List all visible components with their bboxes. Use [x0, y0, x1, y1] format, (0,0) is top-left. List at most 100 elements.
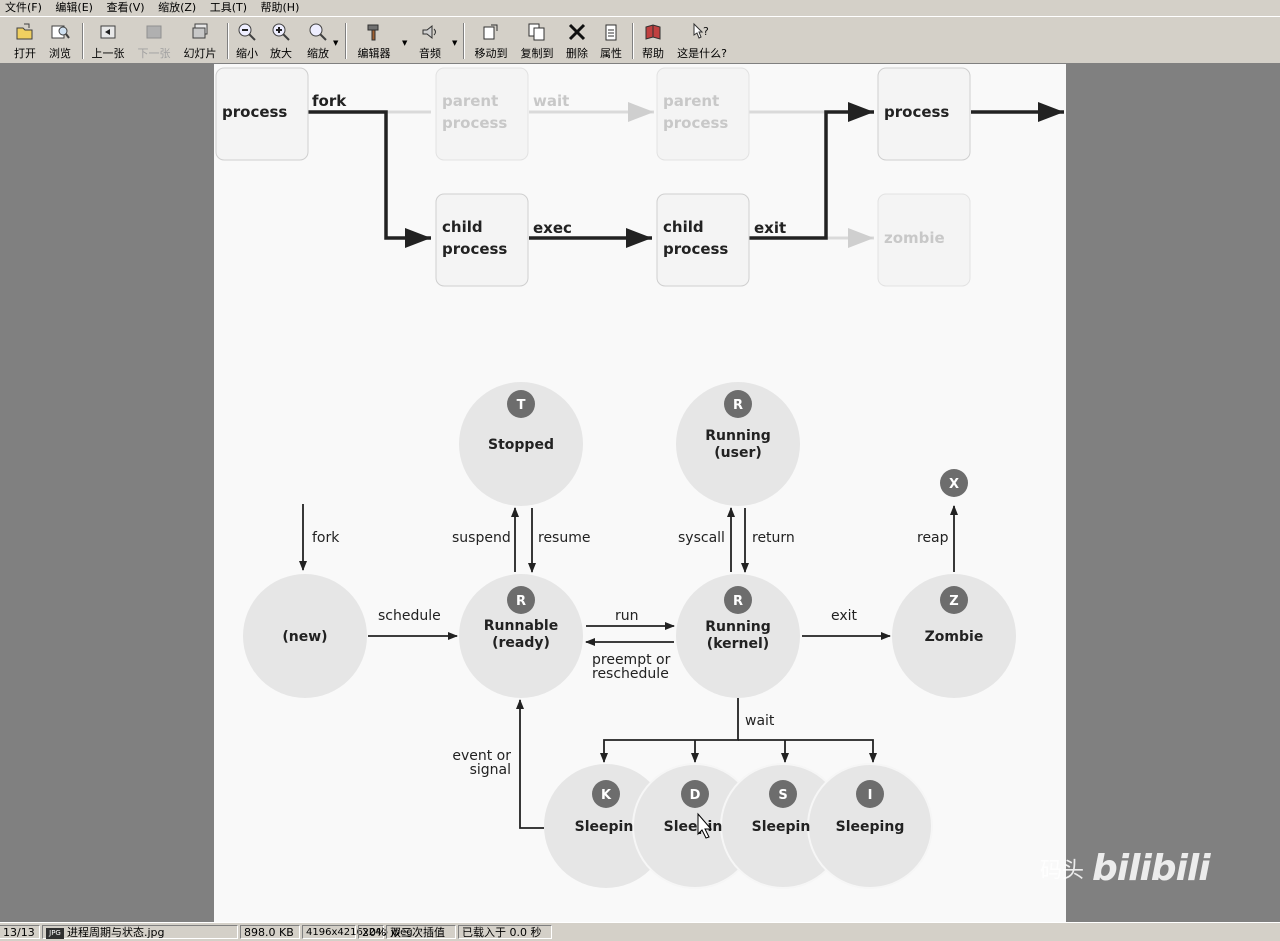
whats-this-button[interactable]: ? 这是什么?	[672, 20, 732, 62]
move-icon	[483, 24, 498, 40]
edge-label-return: return	[752, 530, 795, 546]
bilibili-logo: bilibili	[1092, 848, 1211, 889]
properties-button[interactable]: 属性	[596, 20, 626, 62]
speaker-icon	[422, 24, 436, 40]
label-process-end: process	[884, 103, 949, 121]
box-child-process-2	[656, 193, 750, 287]
copy-to-button[interactable]: 复制到	[516, 20, 558, 62]
browse-icon	[51, 25, 70, 39]
status-interpolation: 双三次插值	[386, 925, 456, 939]
badge-text-stopped: T	[517, 398, 526, 413]
next-icon	[146, 25, 162, 39]
mouse-cursor-icon	[697, 812, 713, 839]
status-page-index: 13/13	[0, 925, 40, 939]
label-fork: fork	[312, 92, 347, 110]
prev-image-button[interactable]: 上一张	[88, 20, 128, 62]
state-sleeping-k	[544, 764, 668, 888]
label-runnable-l2: (ready)	[492, 635, 550, 651]
edge-label-run: run	[615, 608, 639, 624]
edge-label-event-l1: event or	[452, 748, 511, 764]
zoom-icon	[309, 23, 327, 41]
box-zombie	[877, 193, 971, 287]
slideshow-button[interactable]: 幻灯片	[180, 20, 220, 62]
menu-edit[interactable]: 编辑(E)	[55, 1, 93, 14]
menu-tools[interactable]: 工具(T)	[209, 1, 248, 14]
zoom-button[interactable]: 缩放	[302, 20, 334, 62]
menu-zoom[interactable]: 缩放(Z)	[158, 1, 197, 14]
label-running-kernel-l2: (kernel)	[707, 636, 769, 652]
label-parent1-l1: parent	[442, 92, 498, 110]
jpeg-file-icon: JPG	[46, 927, 64, 939]
menu-help[interactable]: 帮助(H)	[260, 1, 300, 14]
label-child1-l2: process	[442, 240, 507, 258]
zoom-out-button[interactable]: 缩小	[232, 20, 262, 62]
help-button[interactable]: 帮助	[638, 20, 668, 62]
box-process-start	[215, 67, 309, 161]
image-canvas: process fork process child process exec …	[214, 64, 1066, 922]
open-button[interactable]: 打开	[8, 20, 42, 62]
menu-file[interactable]: 文件(F)	[5, 1, 42, 14]
label-parent1-l2: process	[442, 114, 507, 132]
badge-text-runnable: R	[516, 594, 526, 609]
next-image-button[interactable]: 下一张	[134, 20, 174, 62]
label-child2-l1: child	[663, 218, 704, 236]
zoom-in-button[interactable]: 放大	[266, 20, 296, 62]
svg-text:?: ?	[703, 25, 709, 38]
editor-button[interactable]: 编辑器	[352, 20, 396, 62]
badge-sleeping-d	[681, 780, 709, 808]
badge-text-running-kernel: R	[733, 594, 743, 609]
image-viewport[interactable]: process fork process child process exec …	[0, 64, 1280, 922]
badge-text-reaped: X	[949, 477, 959, 492]
badge-text-sleeping-s: S	[778, 788, 787, 803]
edge-label-fork: fork	[312, 530, 340, 546]
label-exit-top: exit	[754, 219, 786, 237]
edge-label-preempt-l1: preempt or	[592, 652, 671, 668]
hammer-icon	[367, 24, 379, 41]
delete-icon	[568, 23, 586, 41]
copy-icon	[528, 23, 545, 41]
badge-sleeping-i	[856, 780, 884, 808]
label-parent2-l2: process	[663, 114, 728, 132]
move-to-button[interactable]: 移动到	[470, 20, 512, 62]
fork-exec-diagram: process fork process child process exec …	[215, 67, 1064, 287]
state-runnable	[459, 574, 583, 698]
menu-view[interactable]: 查看(V)	[106, 1, 145, 14]
audio-dropdown-arrow[interactable]: ▼	[452, 39, 458, 47]
badge-sleeping-k	[592, 780, 620, 808]
state-sleeping-i	[807, 763, 933, 889]
toolbar: 打开 浏览 上一张 下一张 幻灯片 缩小 放大 缩放 ▼ 编辑器 ▼ 音频 ▼ …	[0, 16, 1280, 64]
zoom-dropdown-arrow[interactable]: ▼	[333, 39, 339, 47]
label-exec: exec	[533, 219, 572, 237]
label-wait-top: wait	[533, 92, 569, 110]
folder-open-icon	[16, 23, 33, 40]
badge-running-user	[724, 390, 752, 418]
status-filesize: 898.0 KB	[240, 925, 300, 939]
arrow-wait-k	[600, 698, 739, 763]
state-new	[243, 574, 367, 698]
badge-text-running-user: R	[733, 398, 743, 413]
state-stopped	[459, 382, 583, 506]
audio-button[interactable]: 音频	[412, 20, 448, 62]
status-dimensions: 4196x4216x24b jpeg	[302, 925, 413, 939]
zoom-in-icon	[272, 23, 290, 41]
edge-label-preempt-l2: reschedule	[592, 666, 669, 682]
menu-bar: 文件(F) 编辑(E) 查看(V) 缩放(Z) 工具(T) 帮助(H)	[0, 0, 1280, 16]
editor-dropdown-arrow[interactable]: ▼	[402, 39, 408, 47]
edge-label-resume: resume	[538, 530, 590, 546]
label-running-kernel-l1: Running	[705, 619, 770, 635]
label-sleeping-k: Sleepin	[575, 819, 634, 835]
label-sleeping-i: Sleeping	[836, 819, 905, 835]
badge-running-kernel	[724, 586, 752, 614]
help-book-icon	[645, 24, 661, 40]
label-new: (new)	[282, 629, 327, 645]
state-zombie	[892, 574, 1016, 698]
label-zombie-top: zombie	[884, 229, 945, 247]
status-load-time: 已载入于 0.0 秒	[458, 925, 552, 939]
delete-button[interactable]: 删除	[562, 20, 592, 62]
browse-button[interactable]: 浏览	[44, 20, 76, 62]
properties-icon	[605, 24, 617, 41]
badge-text-sleeping-k: K	[601, 788, 612, 803]
previous-icon	[100, 25, 116, 39]
